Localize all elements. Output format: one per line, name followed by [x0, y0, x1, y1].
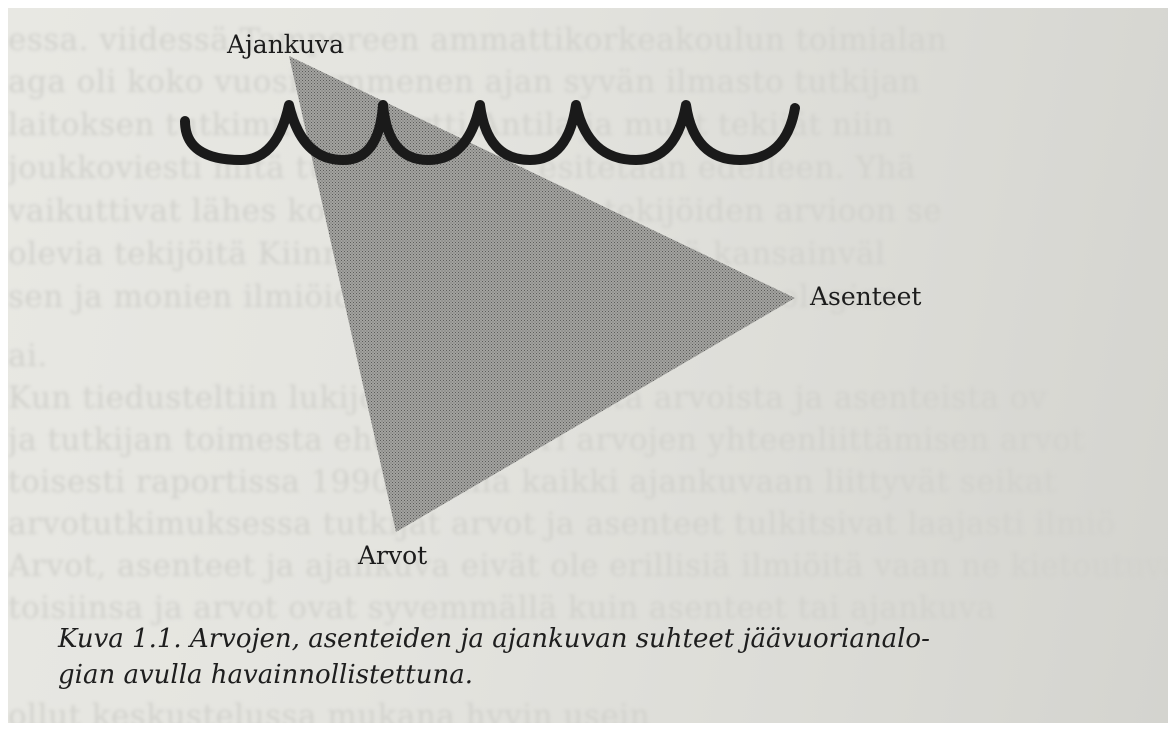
- bleed-through-text: essa. viidessä Tampereen ammattikorkeako…: [8, 22, 948, 58]
- iceberg-diagram: [180, 56, 800, 532]
- label-arvot: Arvot: [358, 541, 428, 570]
- bleed-through-text: ollut keskustelussa mukana hyvin usein: [8, 698, 651, 723]
- figure-caption: Kuva 1.1. Arvojen, asenteiden ja ajankuv…: [58, 621, 1158, 693]
- iceberg-triangle: [289, 56, 795, 532]
- bleed-through-text: toisesti raportissa 1990 luvulla kaikki …: [8, 464, 1057, 500]
- bleed-through-text: arvotutkimuksessa tutkijat arvot ja asen…: [8, 506, 1116, 542]
- bleed-through-text: ai.: [8, 338, 48, 374]
- label-asenteet: Asenteet: [810, 282, 922, 311]
- water-surface-wave: [180, 100, 800, 165]
- book-page-photo: essa. viidessä Tampereen ammattikorkeako…: [8, 8, 1168, 723]
- bleed-through-text: aga oli koko vuosikymmenen ajan syvän il…: [8, 64, 921, 100]
- label-ajankuva: Ajankuva: [227, 30, 345, 59]
- bleed-through-text: toisiinsa ja arvot ovat syvemmällä kuin …: [8, 590, 996, 626]
- caption-line-1: Kuva 1.1. Arvojen, asenteiden ja ajankuv…: [58, 624, 930, 654]
- caption-line-2: gian avulla havainnollistettuna.: [58, 660, 473, 690]
- bleed-through-text: Arvot, asenteet ja ajankuva eivät ole er…: [8, 548, 1168, 584]
